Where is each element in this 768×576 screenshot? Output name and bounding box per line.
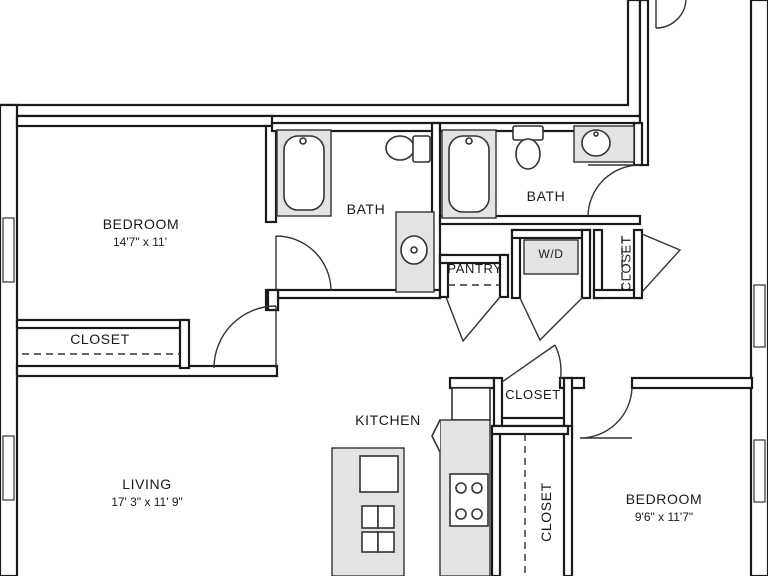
entry-door: [655, 0, 687, 29]
range-burner-2: [471, 482, 483, 494]
window-right-2: [753, 439, 766, 503]
living-dims: 17' 3" x 11' 9": [111, 495, 183, 509]
bath2-door: [587, 164, 641, 217]
hall-closet-door-arc: [554, 344, 562, 383]
wall-bedroom2-top: [630, 376, 754, 390]
kitchen-island-dishwasher: [359, 455, 399, 493]
bath1-label: BATH: [346, 201, 386, 217]
bath1-tub-inner: [283, 135, 325, 211]
living-label: LIVING: [122, 476, 172, 492]
range-burner-1: [455, 482, 467, 494]
closet-hall-label: CLOSET: [505, 387, 561, 402]
bath2-tub-drain: [465, 137, 473, 145]
wd-label: W/D: [538, 247, 564, 261]
bath2-toilet-bowl: [515, 138, 541, 170]
wall-closet-bed2-left: [490, 424, 502, 576]
wall-bedroom1-door-right: [266, 288, 280, 312]
range-burner-4: [471, 508, 483, 520]
bath2-label: BATH: [526, 188, 566, 204]
pantry-label: PANTRY: [447, 261, 503, 276]
range-burner-3: [455, 508, 467, 520]
window-left-2: [2, 435, 15, 501]
wall-bedroom1-bottom: [15, 364, 279, 378]
closet-right-label: CLOSET: [618, 235, 634, 292]
window-left-1: [2, 217, 15, 283]
wall-bedroom1-top: [15, 114, 274, 128]
wall-wd-top: [510, 228, 592, 240]
bedroom2-door: [579, 387, 633, 439]
washer-dryer: [523, 239, 579, 275]
kitchen-label: KITCHEN: [355, 412, 421, 428]
wall-bath1-left: [264, 124, 278, 224]
wall-closet-bed2-top: [490, 424, 570, 436]
wall-hall-closet-bottom: [496, 416, 570, 428]
wall-closet-right-right: [632, 228, 644, 300]
window-right-1: [753, 284, 766, 348]
bath2-toilet-tank: [512, 125, 544, 141]
closet-right-door: [641, 233, 682, 293]
kitchen-sink-left-2: [361, 531, 379, 553]
wall-top-area: [0, 0, 642, 127]
kitchen-sink-right-2: [377, 531, 395, 553]
wall-closet-bed1-top: [15, 318, 189, 330]
wall-bath2-bottom: [438, 214, 642, 226]
wall-left-exterior: [0, 103, 19, 576]
closet-bed2-label: CLOSET: [538, 482, 554, 542]
bath2-sink-drain: [593, 131, 599, 137]
wd-door: [519, 297, 583, 342]
bedroom1-door: [213, 305, 277, 369]
wall-wd-left: [510, 228, 522, 300]
wall-pantry-right: [498, 253, 510, 299]
bedroom1-dims: 14'7" x 11': [113, 235, 167, 249]
bath1-toilet-bowl: [385, 135, 415, 161]
kitchen-sink-right: [377, 505, 395, 529]
bath1-tub-drain: [299, 137, 307, 145]
bedroom2-dims: 9'6" x 11'7": [634, 510, 694, 524]
kitchen-sink-left: [361, 505, 379, 529]
closet-bed1-label: CLOSET: [70, 331, 130, 347]
kitchen-range: [449, 473, 489, 527]
wall-corridor: [638, 0, 650, 167]
wall-bath2-right: [632, 121, 644, 167]
pantry-door: [445, 296, 501, 343]
bath1-door: [275, 235, 332, 291]
wall-hall-closet-left: [448, 376, 496, 390]
bedroom2-label: BEDROOM: [625, 491, 703, 507]
wall-closet-bed1-right: [178, 318, 191, 370]
bath2-tub-inner: [448, 135, 490, 213]
bath1-sink-drain: [410, 246, 418, 254]
hall-closet-door: [501, 344, 556, 383]
bath1-toilet-tank: [412, 135, 431, 163]
wall-wd-right: [580, 228, 592, 300]
kitchen-counter-corner: [431, 419, 441, 453]
bath2-sink: [581, 129, 611, 157]
wall-bedroom2-left: [562, 424, 574, 576]
wall-hall-closet-divider: [492, 376, 504, 428]
wall-closet-right-left: [592, 228, 604, 300]
bedroom1-label: BEDROOM: [102, 216, 180, 232]
kitchen-counter-top: [451, 387, 491, 421]
